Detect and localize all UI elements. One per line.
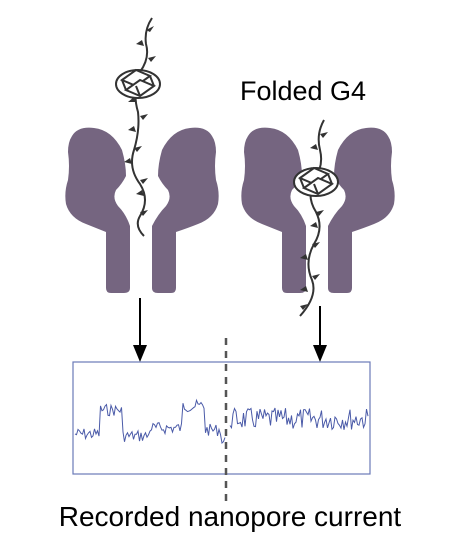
current-trace-panel [72,338,371,502]
right-arrow [313,306,327,362]
left-pore-left-half [65,127,130,294]
left-pore-right-half [152,127,219,294]
g-quadruplex-icon [115,68,161,99]
trace-left-signal [74,398,226,444]
recorded-current-label: Recorded nanopore current [59,501,402,532]
trace-right-signal [229,407,369,431]
left-dna-strand [131,17,153,237]
right-nanopore [241,119,395,362]
right-pore-right-half [328,127,395,294]
g-quadruplex-icon [293,166,339,197]
left-nanopore [65,17,219,362]
right-strand-ticks [300,132,328,310]
trace-box [72,361,371,475]
folded-g4-label: Folded G4 [240,76,366,106]
left-arrow [133,298,147,362]
right-pore-left-half [241,127,306,294]
left-strand-ticks [124,26,156,216]
